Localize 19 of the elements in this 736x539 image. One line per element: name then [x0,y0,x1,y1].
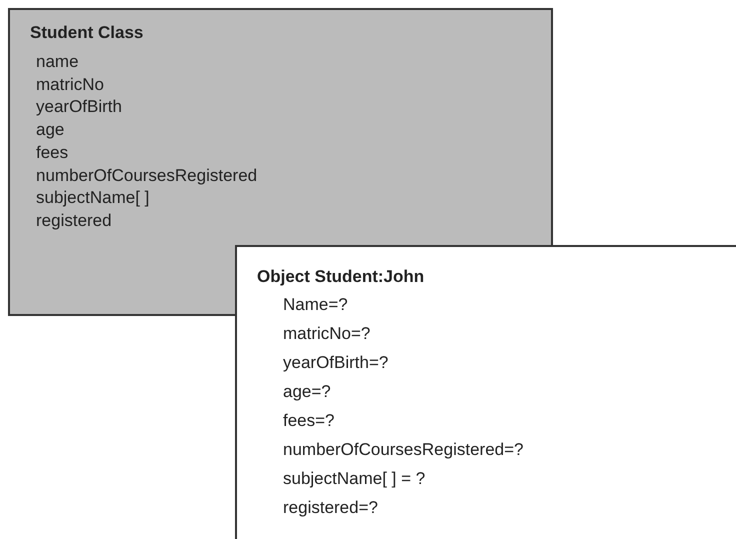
box-heading: Object Student:John [257,267,424,287]
attribute-text: age=? [283,382,331,402]
attribute-text: fees [36,142,68,163]
attribute-text: registered [36,210,112,231]
attribute-text: matricNo [36,74,104,95]
attribute-text: numberOfCoursesRegistered [36,166,258,186]
attribute-text: registered=? [283,498,378,518]
attribute-text: name [36,52,79,72]
box-heading: Student Class [30,23,144,43]
attribute-text: subjectName[ ] [36,188,150,208]
object-box-overlay [235,245,736,539]
attribute-text: fees=? [283,411,335,431]
attribute-text: age [36,120,64,140]
attribute-text: subjectName[ ] = ? [283,469,426,489]
attribute-text: Name=? [283,295,348,315]
attribute-text: yearOfBirth=? [283,353,388,373]
attribute-text: yearOfBirth [36,97,122,118]
attribute-text: numberOfCoursesRegistered=? [283,440,524,460]
attribute-text: matricNo=? [283,324,370,344]
